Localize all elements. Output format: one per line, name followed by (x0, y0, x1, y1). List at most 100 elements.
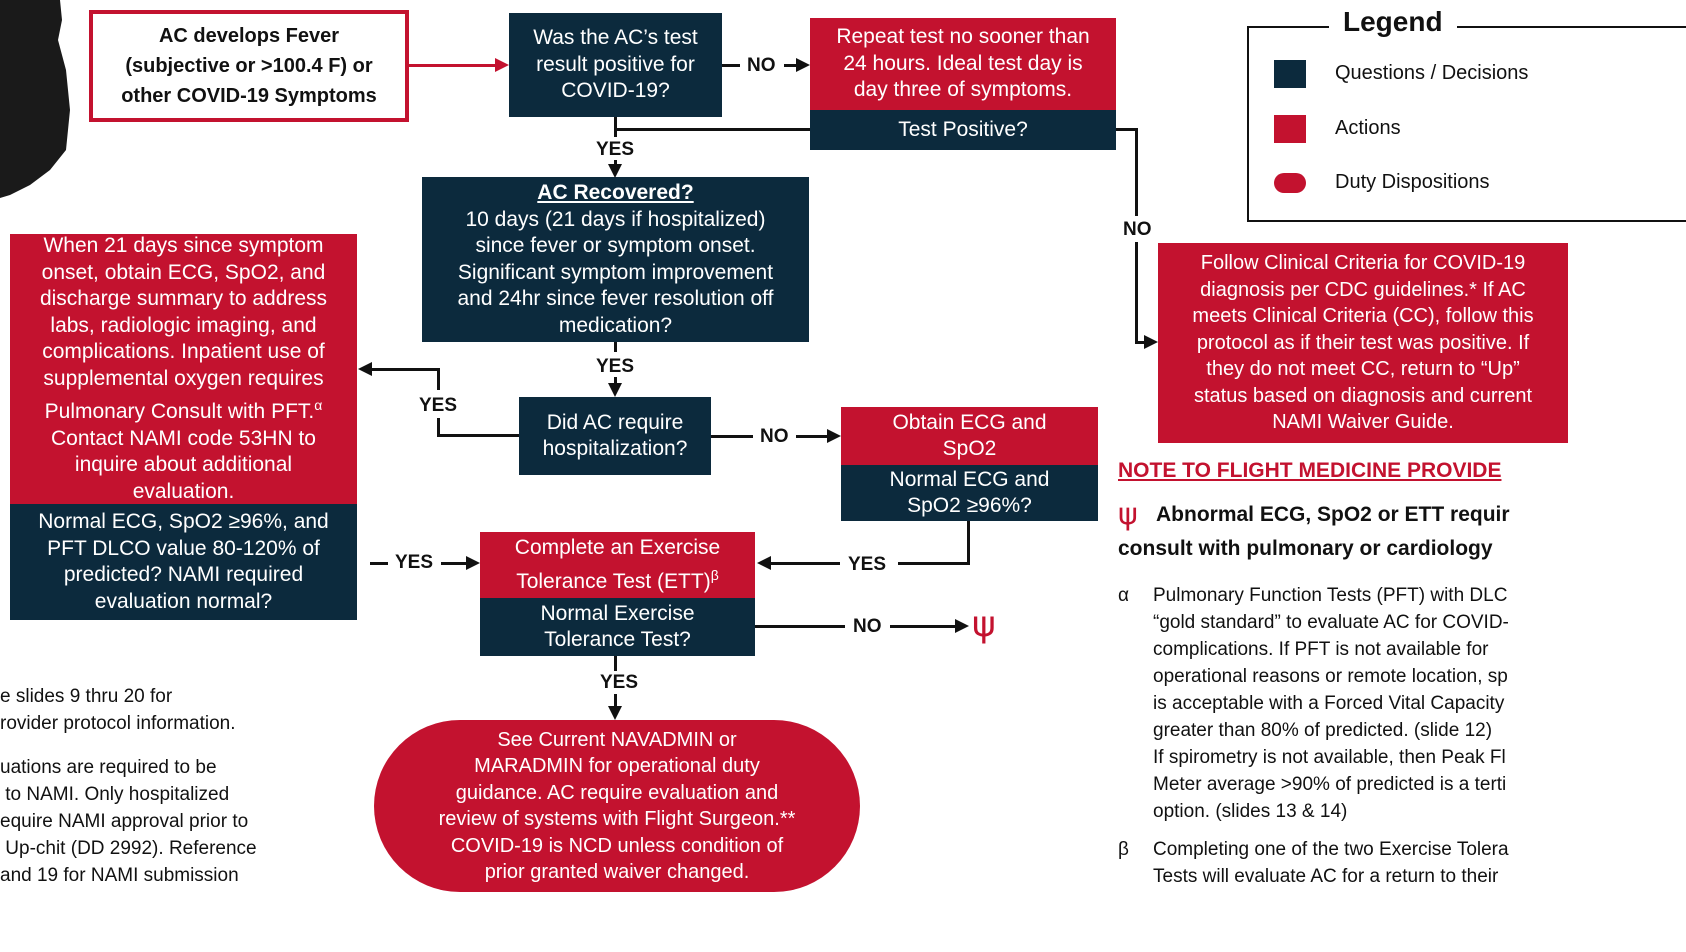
connector-test-no-1 (722, 64, 740, 67)
question-hospitalization: Did AC require hospitalization? (519, 397, 711, 475)
action-clinical-criteria: Follow Clinical Criteria for COVID-19 di… (1158, 243, 1568, 443)
psi-symbol: ψ (972, 604, 996, 645)
start-text: AC develops Fever (subjective or >100.4 … (121, 25, 377, 107)
arrow-to-hosp-path (358, 362, 372, 376)
connector-ett-yes-1 (614, 656, 617, 671)
connector-retest-no-2 (1135, 128, 1138, 216)
provider-note-psi: ψ (1118, 497, 1138, 532)
connector-hosp-no-1 (711, 435, 753, 438)
connector-obtain-yes-2 (898, 562, 970, 565)
start-box: AC develops Fever (subjective or >100.4 … (89, 10, 409, 122)
arrow-hosp-path-to-ett (466, 556, 480, 570)
label-yes-3: YES (419, 395, 458, 416)
connector-obtain-yes-1 (967, 521, 970, 564)
action-hospitalized-evaluation: When 21 days since symptom onset, obtain… (10, 234, 357, 504)
label-yes-4: YES (848, 554, 887, 575)
connector-hosp-yes-1 (437, 434, 519, 437)
arrow-to-recovered (608, 164, 622, 178)
connector-recovered-yes-1 (614, 342, 617, 352)
legend-label-actions: Actions (1335, 117, 1401, 139)
connector-hosp-path-yes-2 (441, 562, 467, 565)
arrow-to-final (608, 706, 622, 720)
provider-note-line1: Abnormal ECG, SpO2 or ETT requir (1156, 503, 1510, 526)
connector-hosp-yes-4 (372, 368, 440, 371)
label-yes-5: YES (395, 552, 434, 573)
question-normal-ett-text: Normal Exercise Tolerance Test? (540, 601, 695, 652)
label-yes-1: YES (596, 139, 635, 160)
label-yes-6: YES (600, 672, 639, 693)
provider-note-line2: consult with pulmonary or cardiology (1118, 537, 1493, 560)
question-hospitalized-normal-text: Normal ECG, SpO2 ≥96%, and PFT DLCO valu… (38, 510, 329, 613)
connector-start-to-test (409, 64, 495, 67)
connector-ett-no-2 (890, 625, 956, 628)
left-note-paragraph-2: uations are required to be to NAMI. Only… (0, 757, 257, 886)
legend-label-dispositions: Duty Dispositions (1335, 171, 1490, 193)
provider-note-title: NOTE TO FLIGHT MEDICINE PROVIDE (1118, 459, 1502, 482)
question-recovered-title: AC Recovered? (537, 181, 694, 204)
action-hospitalized-evaluation-text: When 21 days since symptom onset, obtain… (40, 233, 327, 505)
legend-swatch-questions (1274, 60, 1306, 88)
connector-retest-no-1 (1116, 128, 1138, 131)
question-normal-ecg-text: Normal ECG and SpO2 ≥96%? (889, 467, 1050, 518)
alpha-footnote-text: Pulmonary Function Tests (PFT) with DLC … (1153, 585, 1509, 822)
beta-footnote-text: Completing one of the two Exercise Toler… (1153, 839, 1509, 887)
legend-swatch-dispositions (1274, 173, 1306, 193)
connector-test-no-2 (784, 64, 796, 67)
arrow-test-no (796, 58, 810, 72)
arrow-to-obtain (827, 429, 841, 443)
question-hospitalization-text: Did AC require hospitalization? (542, 410, 688, 461)
beta-footnote-marker: β (710, 566, 719, 583)
question-test-positive: Was the AC’s test result positive for CO… (509, 13, 722, 117)
label-no-2: NO (1123, 219, 1152, 240)
action-exercise-tolerance-test: Complete an Exercise Tolerance Test (ETT… (480, 532, 755, 598)
disposition-final-text: See Current NAVADMIN or MARADMIN for ope… (438, 728, 796, 884)
legend-swatch-actions (1274, 115, 1306, 143)
legend-title: Legend (1329, 6, 1457, 38)
label-yes-2: YES (596, 356, 635, 377)
arrow-to-hosp (608, 383, 622, 397)
action-hospitalized-main-text: When 21 days since symptom onset, obtain… (39, 234, 328, 423)
connector-hosp-no-2 (796, 435, 827, 438)
action-ett-main-text: Complete an Exercise Tolerance Test (ETT… (514, 536, 721, 593)
action-repeat-test: Repeat test no sooner than 24 hours. Ide… (810, 18, 1116, 110)
question-normal-ecg: Normal ECG and SpO2 ≥96%? (841, 465, 1098, 521)
legend-label-questions: Questions / Decisions (1335, 62, 1529, 84)
arrow-obtain-to-ett (757, 556, 771, 570)
disposition-final: See Current NAVADMIN or MARADMIN for ope… (374, 720, 860, 892)
action-obtain-ecg-text: Obtain ECG and SpO2 (892, 410, 1047, 461)
connector-ett-yes-2 (614, 694, 617, 706)
question-recovered: AC Recovered? 10 days (21 days if hospit… (422, 177, 809, 342)
connector-hosp-yes-3 (437, 368, 440, 390)
action-obtain-ecg: Obtain ECG and SpO2 (841, 407, 1098, 465)
connector-hosp-yes-2 (437, 418, 440, 437)
arrow-start-to-test (495, 58, 509, 72)
alpha-footnote-symbol: α (1118, 585, 1129, 606)
connector-recovered-yes-2 (614, 377, 617, 383)
silhouette-figure-icon (0, 0, 70, 198)
arrow-to-clinical (1144, 335, 1158, 349)
question-hospitalized-normal: Normal ECG, SpO2 ≥96%, and PFT DLCO valu… (10, 504, 357, 620)
question-test-positive-text: Was the AC’s test result positive for CO… (533, 26, 698, 103)
connector-yes-to-recovered (614, 160, 617, 165)
label-no-1: NO (747, 55, 776, 76)
label-no-3: NO (760, 426, 789, 447)
beta-footnote-symbol: β (1118, 839, 1129, 860)
connector-retest-no-3 (1135, 242, 1138, 342)
question-test-positive-again-text: Test Positive? (898, 117, 1028, 141)
action-repeat-test-text: Repeat test no sooner than 24 hours. Ide… (836, 25, 1090, 102)
left-note-paragraph-1: e slides 9 thru 20 for rovider protocol … (0, 686, 236, 734)
connector-obtain-yes-3 (770, 562, 840, 565)
question-test-positive-again: Test Positive? (810, 110, 1116, 150)
alpha-footnote-marker: α (314, 397, 323, 413)
connector-test-yes (614, 117, 617, 137)
connector-repeat-merge (614, 128, 810, 131)
arrow-ett-no (955, 619, 969, 633)
question-recovered-text: 10 days (21 days if hospitalized) since … (457, 207, 774, 337)
label-no-4: NO (853, 616, 882, 637)
question-normal-ett: Normal Exercise Tolerance Test? (480, 598, 755, 656)
legend: Legend Questions / Decisions Actions Dut… (1247, 6, 1686, 222)
action-hospitalized-tail-text: Contact NAMI code 53HN to inquire about … (51, 426, 316, 503)
action-exercise-tolerance-test-text: Complete an Exercise Tolerance Test (ETT… (515, 535, 720, 595)
action-clinical-criteria-text: Follow Clinical Criteria for COVID-19 di… (1192, 252, 1534, 434)
connector-ett-no-1 (755, 625, 845, 628)
